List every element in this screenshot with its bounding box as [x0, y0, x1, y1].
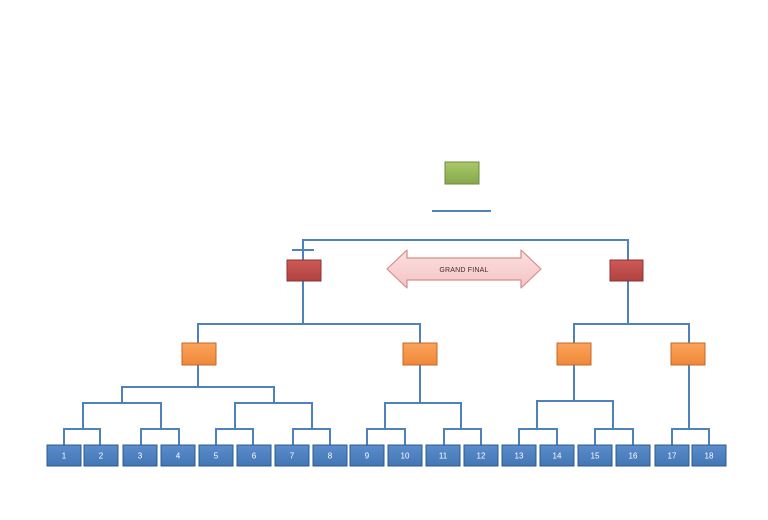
seed-label: 6 — [252, 452, 257, 461]
seed-box: 5 — [198, 444, 234, 467]
grand-final-arrow: GRAND FINAL — [386, 249, 542, 289]
seed-label: 15 — [591, 452, 600, 461]
seed-label: 10 — [401, 452, 410, 461]
seed-box: 13 — [501, 444, 537, 467]
seed-label: 12 — [477, 452, 486, 461]
seed-box: 6 — [236, 444, 272, 467]
semifinal-box-3 — [556, 342, 592, 366]
seed-box: 14 — [539, 444, 575, 467]
seed-label: 8 — [328, 452, 333, 461]
seed-label: 3 — [138, 452, 143, 461]
seed-row: 1 2 3 4 5 6 7 8 — [46, 444, 727, 467]
seed-label: 9 — [365, 452, 370, 461]
seed-box: 4 — [160, 444, 196, 467]
seed-label: 1 — [62, 452, 67, 461]
finalist-box-right — [609, 259, 644, 282]
seed-label: 4 — [176, 452, 181, 461]
seed-label: 5 — [214, 452, 219, 461]
seed-box: 17 — [654, 444, 690, 467]
seed-box: 2 — [83, 444, 119, 467]
seed-label: 17 — [668, 452, 677, 461]
semifinal-box-2 — [402, 342, 438, 366]
seed-box: 18 — [691, 444, 727, 467]
seed-label: 7 — [290, 452, 295, 461]
seed-box: 10 — [387, 444, 423, 467]
finalist-box-left — [286, 259, 322, 282]
seed-box: 16 — [615, 444, 651, 467]
semifinal-box-4 — [670, 342, 706, 366]
seed-box: 8 — [312, 444, 348, 467]
champion-box — [444, 161, 480, 185]
seed-box: 9 — [349, 444, 385, 467]
semifinal-box-1 — [181, 342, 217, 366]
seed-label: 13 — [515, 452, 524, 461]
seed-label: 2 — [99, 452, 104, 461]
bracket-connector-lines — [63, 210, 710, 446]
seed-label: 18 — [705, 452, 714, 461]
seed-box: 12 — [463, 444, 499, 467]
seed-box: 15 — [577, 444, 613, 467]
seed-box: 11 — [425, 444, 461, 467]
seed-label: 11 — [439, 452, 448, 461]
grand-final-label: GRAND FINAL — [439, 267, 488, 274]
seed-box: 3 — [122, 444, 158, 467]
seed-label: 16 — [629, 452, 638, 461]
seed-box: 1 — [46, 444, 82, 467]
seed-box: 7 — [274, 444, 310, 467]
seed-label: 14 — [553, 452, 562, 461]
